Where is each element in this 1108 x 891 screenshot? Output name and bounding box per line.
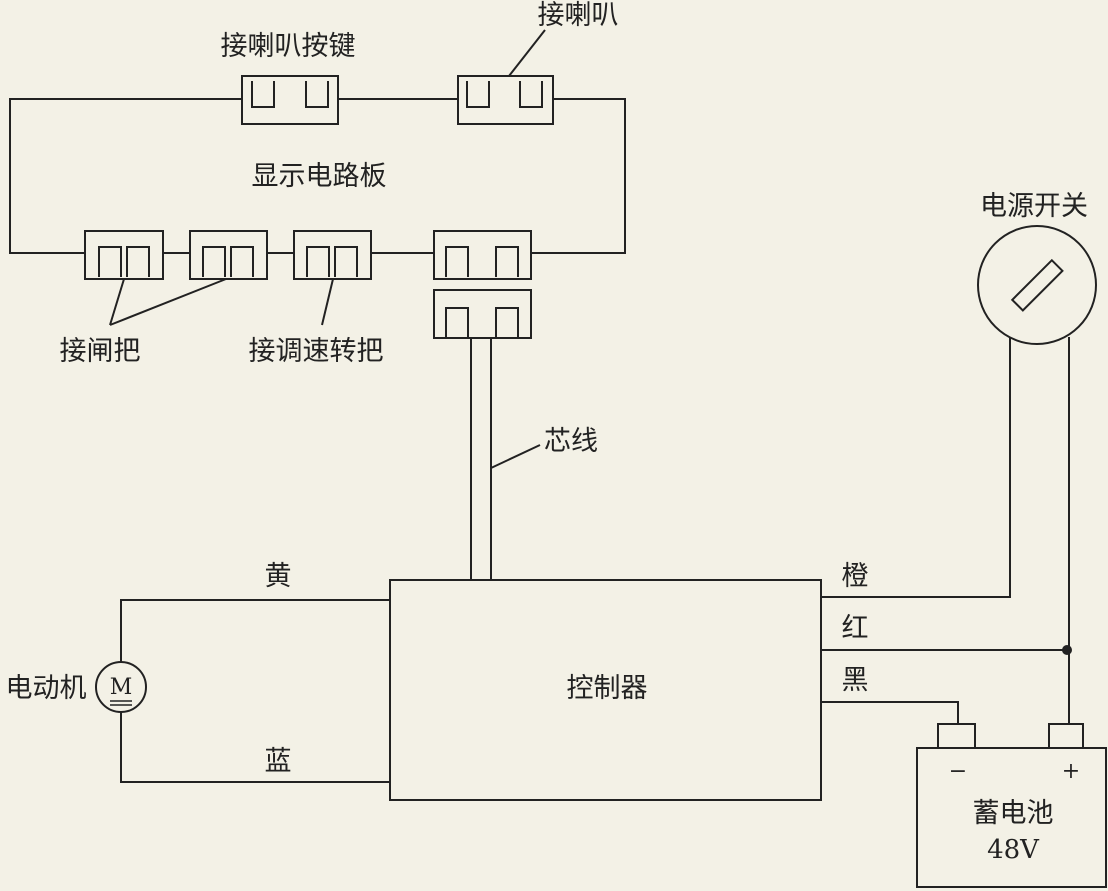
speed-handle-connector [293, 230, 372, 280]
power-switch-symbol [977, 225, 1097, 345]
board-wire-top-left [9, 98, 242, 254]
label-core-wire: 芯线 [544, 426, 598, 457]
label-wire-blue: 蓝 [265, 746, 292, 777]
label-wire-red: 红 [842, 613, 869, 644]
brake-connector-1 [84, 230, 164, 280]
label-horn-button: 接喇叭按键 [221, 31, 356, 62]
label-terminal-negative: − [949, 759, 967, 784]
battery-positive-terminal [1048, 723, 1084, 749]
leader-brake-1 [109, 278, 125, 326]
wire-orange [821, 337, 1011, 598]
label-motor: 电动机 [6, 673, 87, 704]
board-wire-right [531, 98, 626, 254]
leader-brake-2 [109, 278, 227, 326]
label-terminal-positive: + [1062, 759, 1080, 784]
label-brake-handle: 接闸把 [60, 336, 141, 367]
label-speed-handle: 接调速转把 [249, 336, 384, 367]
label-controller: 控制器 [567, 673, 648, 704]
junction-dot [1062, 645, 1072, 655]
core-connector-lower [433, 289, 532, 339]
label-battery: 蓄电池 [973, 798, 1054, 829]
label-wire-yellow: 黄 [265, 561, 292, 592]
label-wire-black: 黑 [842, 665, 869, 696]
label-display-board: 显示电路板 [252, 161, 387, 192]
controller-box [389, 579, 822, 801]
wire-black [821, 701, 959, 724]
label-power-switch: 电源开关 [980, 191, 1088, 222]
battery-negative-terminal [937, 723, 976, 749]
core-wire [470, 338, 492, 580]
display-board-loop [9, 98, 626, 254]
motor-m-text: M [110, 675, 133, 700]
horn-button-connector [241, 75, 339, 125]
label-horn: 接喇叭 [538, 0, 619, 31]
battery-body [916, 747, 1107, 888]
leader-speed [321, 278, 334, 326]
battery-symbol [916, 723, 1107, 888]
leader-core-wire [490, 444, 541, 469]
label-wire-orange: 橙 [842, 561, 869, 592]
core-connector-upper [433, 230, 532, 280]
brake-connector-2 [189, 230, 268, 280]
leader-horn [508, 29, 546, 77]
label-battery-voltage: 48V [987, 835, 1040, 865]
motor-wires [120, 599, 390, 783]
horn-connector [457, 75, 554, 125]
motor-symbol: M [95, 661, 147, 713]
